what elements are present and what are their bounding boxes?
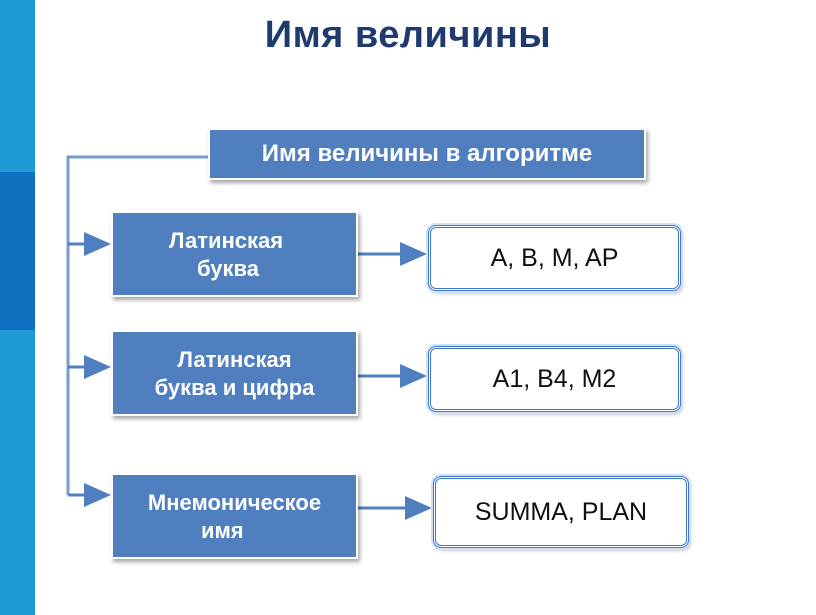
header-connector: [66, 155, 208, 495]
page-title: Имя величины: [264, 14, 552, 56]
category-box-latin-letter: Латинская буква: [111, 211, 358, 297]
example-box-mnemonic: SUMMA, PLAN: [433, 476, 689, 548]
category-box-mnemonic: Мнемоническое имя: [111, 473, 358, 559]
side-decor-accent: [0, 172, 35, 330]
category-line1: Латинская: [177, 347, 292, 372]
category-line2: имя: [201, 518, 244, 543]
example-box-latin-letter-digit: A1, B4, M2: [428, 346, 681, 412]
category-line2: буква и цифра: [154, 375, 315, 400]
category-line2: буква: [197, 256, 260, 281]
category-box-latin-letter-digit: Латинская буква и цифра: [111, 330, 358, 416]
category-line1: Мнемоническое: [147, 490, 322, 515]
category-line1: Латинская: [169, 228, 284, 253]
example-box-latin-letter: A, B, M, AP: [428, 225, 681, 291]
header-box: Имя величины в алгоритме: [208, 128, 646, 180]
